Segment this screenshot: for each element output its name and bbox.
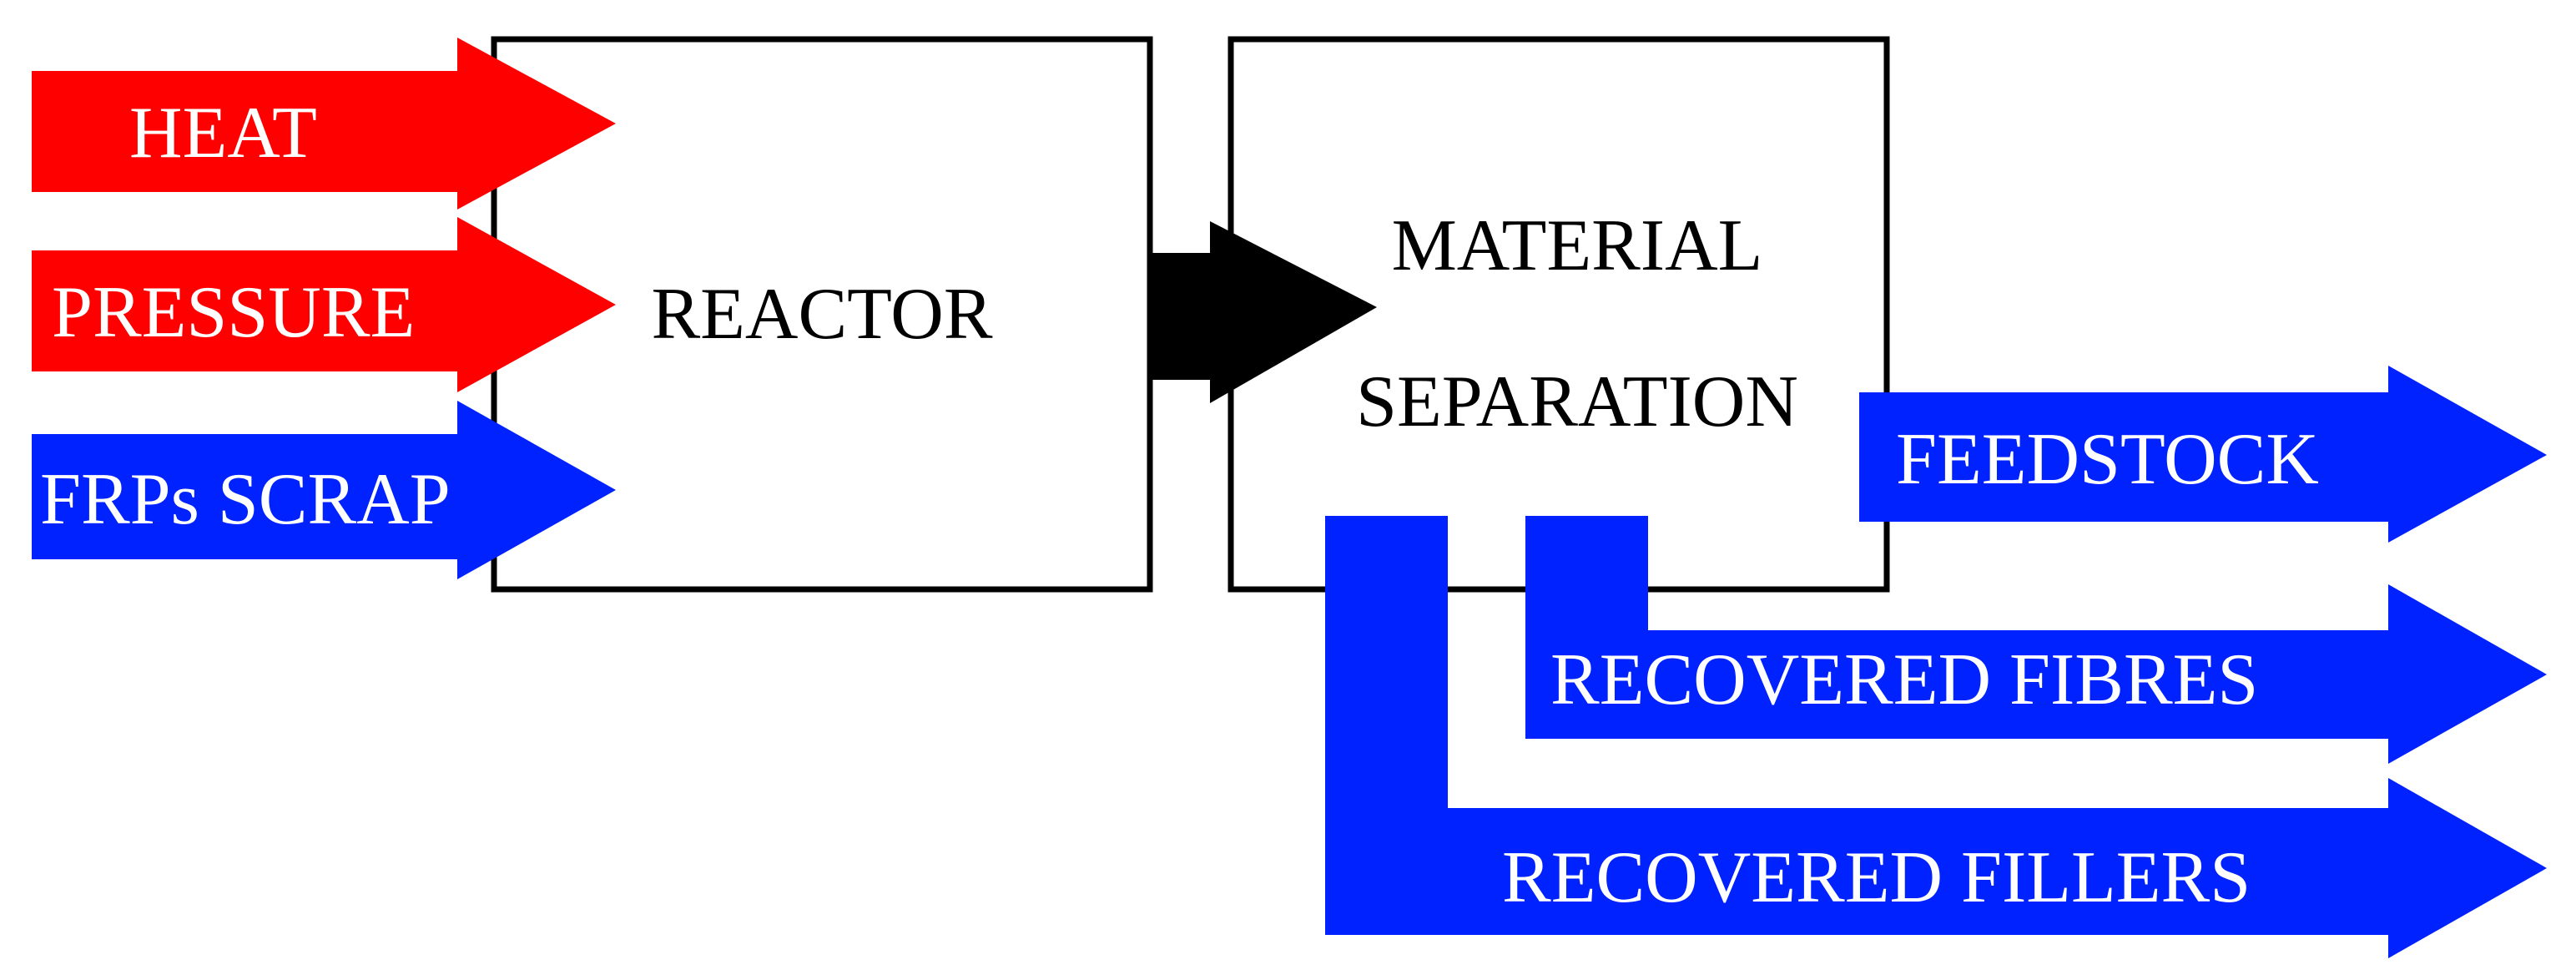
- pressure-arrow: [32, 217, 616, 392]
- separation-label-line2: SEPARATION: [1356, 361, 1798, 442]
- heat-label: HEAT: [129, 93, 317, 174]
- frps-scrap-label: FRPs SCRAP: [40, 459, 451, 540]
- heat-arrow: [32, 38, 616, 210]
- recovered-fibres-label: RECOVERED FIBRES: [1550, 639, 2258, 720]
- frps-scrap-arrow: [32, 401, 616, 579]
- transfer-arrow: [1152, 221, 1377, 403]
- recovered-fillers-arrow: [1325, 516, 2547, 958]
- recovered-fillers-label: RECOVERED FILLERS: [1502, 837, 2251, 918]
- pressure-label: PRESSURE: [52, 272, 415, 353]
- reactor-label: REACTOR: [651, 274, 992, 355]
- feedstock-label: FEEDSTOCK: [1896, 419, 2319, 500]
- recovered-fibres-arrow: [1525, 516, 2547, 764]
- reactor-box: [491, 36, 1153, 593]
- feedstock-arrow: [1859, 366, 2547, 543]
- separation-label-line1: MATERIAL: [1392, 205, 1763, 286]
